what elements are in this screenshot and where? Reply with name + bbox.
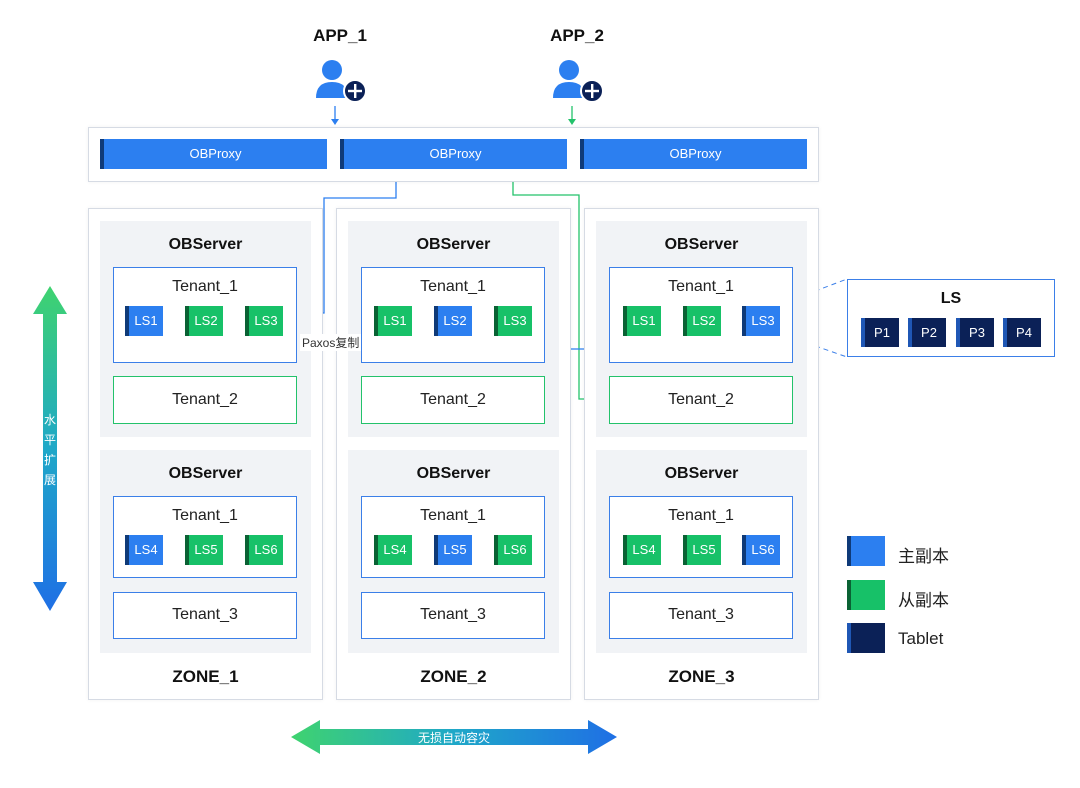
tenant-2-box: Tenant_2 — [609, 376, 793, 424]
tenant-2-box: Tenant_2 — [113, 376, 297, 424]
legend-label: Tablet — [898, 629, 944, 648]
log-stream: LS4 — [374, 535, 412, 565]
vertical-scale-arrow — [33, 286, 67, 611]
tenant-title: Tenant_2 — [172, 391, 238, 408]
zone-label: ZONE_3 — [668, 667, 735, 686]
obproxy-bar: OBProxy — [100, 139, 327, 169]
tenant-title: Tenant_3 — [668, 606, 734, 623]
partition: P2 — [908, 318, 946, 347]
app-2-label: APP_2 — [550, 26, 604, 45]
log-stream: LS6 — [742, 535, 780, 565]
tenant-title: Tenant_3 — [420, 606, 486, 623]
tenant-title: Tenant_1 — [420, 507, 486, 524]
horizontal-arrow-label: 无损自动容灾 — [417, 731, 490, 745]
tenant-title: Tenant_3 — [172, 606, 238, 623]
observer-title: OBServer — [416, 236, 491, 253]
obproxy-bar: OBProxy — [580, 139, 807, 169]
user-add-icon — [553, 60, 603, 103]
zone-label: ZONE_1 — [172, 667, 239, 686]
horizontal-dr-arrow — [291, 720, 617, 754]
paxos-replication-label: Paxos复制 — [300, 334, 362, 351]
log-stream: LS4 — [125, 535, 163, 565]
log-stream: LS3 — [742, 306, 780, 336]
tenant-2-box: Tenant_2 — [361, 376, 545, 424]
tenant-title: Tenant_1 — [172, 507, 238, 524]
log-stream: LS2 — [185, 306, 223, 336]
vertical-arrow-label: 水平扩展 — [43, 413, 56, 487]
observer-title: OBServer — [664, 465, 739, 482]
legend-label: 主副本 — [898, 547, 949, 566]
tenant-3-box: Tenant_3 — [361, 592, 545, 639]
obproxy-bar: OBProxy — [340, 139, 567, 169]
tenant-3-box: Tenant_3 — [609, 592, 793, 639]
tenant-title: Tenant_1 — [668, 507, 734, 524]
app-1-label: APP_1 — [313, 26, 367, 45]
legend-swatch-tablet — [847, 623, 885, 653]
tenant-title: Tenant_2 — [668, 391, 734, 408]
log-stream: LS5 — [683, 535, 721, 565]
ls-detail-title: LS — [940, 290, 962, 307]
log-stream: LS1 — [125, 306, 163, 336]
observer-title: OBServer — [168, 465, 243, 482]
observer-title: OBServer — [664, 236, 739, 253]
log-stream: LS6 — [494, 535, 532, 565]
log-stream: LS4 — [623, 535, 661, 565]
log-stream: LS3 — [494, 306, 532, 336]
observer-title: OBServer — [168, 236, 243, 253]
user-add-icon — [316, 60, 366, 103]
log-stream: LS6 — [245, 535, 283, 565]
legend-label: 从副本 — [898, 591, 949, 610]
legend-swatch-follower — [847, 580, 885, 610]
partition: P1 — [861, 318, 899, 347]
tenant-3-box: Tenant_3 — [113, 592, 297, 639]
log-stream: LS5 — [434, 535, 472, 565]
observer-title: OBServer — [416, 465, 491, 482]
partition: P3 — [956, 318, 994, 347]
log-stream: LS3 — [245, 306, 283, 336]
tenant-title: Tenant_1 — [172, 278, 238, 295]
log-stream: LS2 — [683, 306, 721, 336]
partition: P4 — [1003, 318, 1041, 347]
zone-label: ZONE_2 — [420, 667, 487, 686]
log-stream: LS1 — [623, 306, 661, 336]
legend-swatch-leader — [847, 536, 885, 566]
log-stream: LS2 — [434, 306, 472, 336]
tenant-title: Tenant_2 — [420, 391, 486, 408]
log-stream: LS5 — [185, 535, 223, 565]
tenant-title: Tenant_1 — [420, 278, 486, 295]
tenant-title: Tenant_1 — [668, 278, 734, 295]
log-stream: LS1 — [374, 306, 412, 336]
